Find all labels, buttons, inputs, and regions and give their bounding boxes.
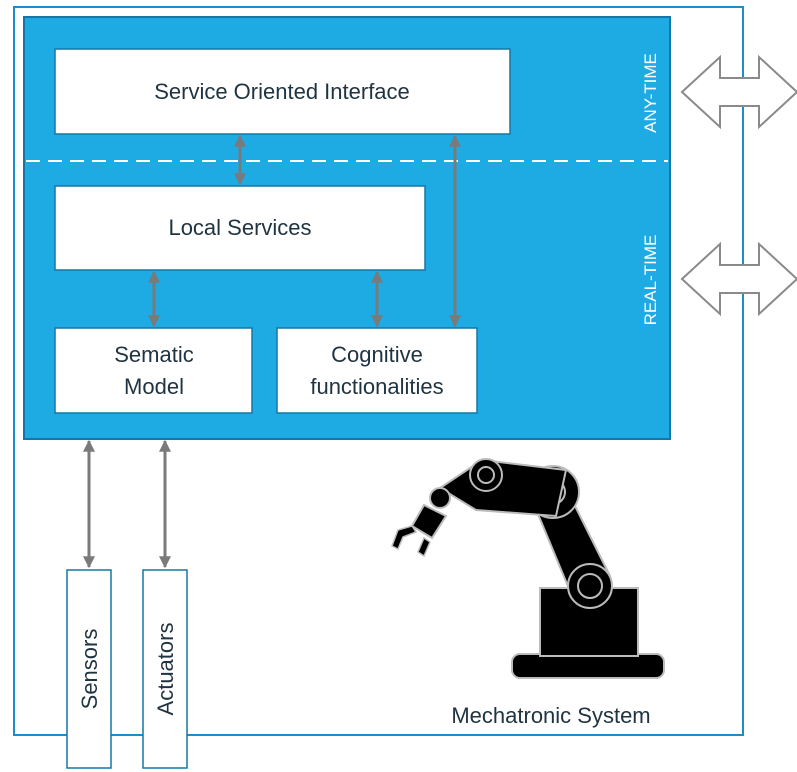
real-time-label: REAL-TIME (641, 235, 660, 326)
cognitive-functionalities-box (276, 327, 478, 414)
cognitive-label-line2: functionalities (310, 374, 443, 399)
semantic-model-box (54, 327, 253, 414)
service-oriented-interface-label: Service Oriented Interface (154, 79, 410, 104)
actuators-label: Actuators (153, 623, 178, 716)
local-services-box (54, 185, 426, 271)
robot-arm-icon (391, 458, 665, 679)
any-time-external-arrow (680, 54, 797, 130)
semantic-model-label-line2: Model (124, 374, 184, 399)
mechatronic-system-label: Mechatronic System (451, 703, 650, 728)
service-oriented-interface-box (54, 48, 511, 135)
any-time-label: ANY-TIME (641, 53, 660, 133)
real-time-external-arrow (680, 241, 797, 317)
cognitive-label-line1: Cognitive (331, 342, 423, 367)
sensors-label: Sensors (77, 629, 102, 710)
sensors-box (66, 569, 112, 769)
semantic-model-label-line1: Sematic (114, 342, 193, 367)
actuators-box (142, 569, 188, 769)
local-services-label: Local Services (168, 215, 311, 240)
